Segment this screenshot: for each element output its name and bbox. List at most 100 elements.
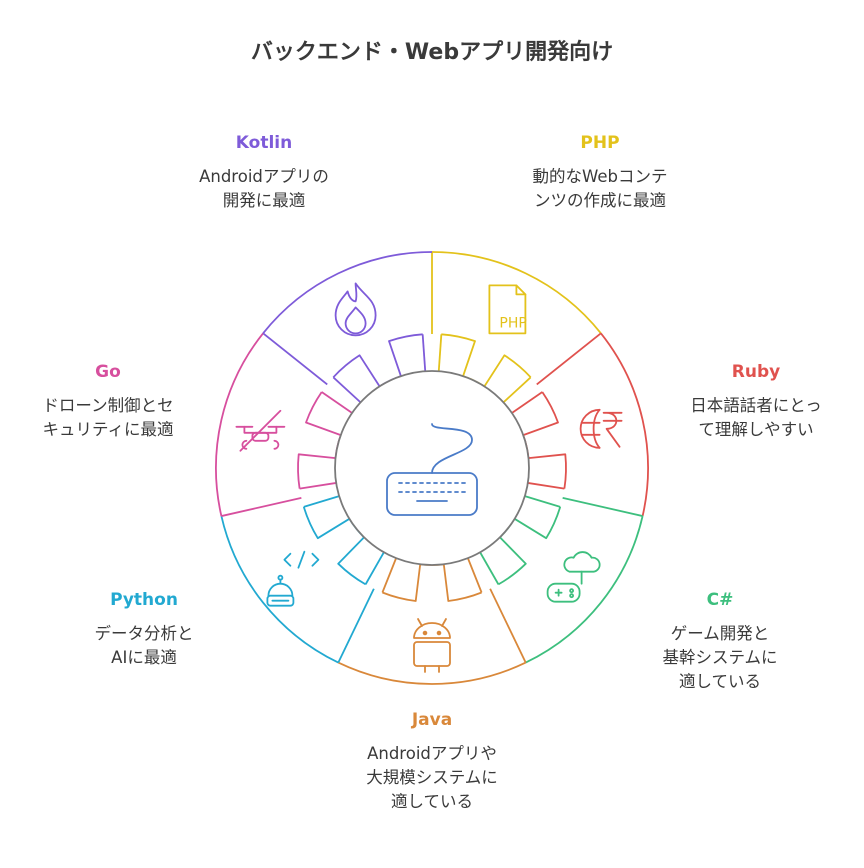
keyboard-icon: [386, 423, 478, 516]
php-file-text: PHP: [499, 315, 526, 331]
label-name: Python: [110, 590, 178, 610]
segment-tab-edge: [364, 551, 385, 585]
center-circle: [334, 370, 530, 566]
code-brackets: [283, 550, 320, 569]
robot-body: [266, 594, 295, 607]
keyboard-cable: [431, 423, 473, 474]
rupee-globe-icon: [579, 408, 623, 449]
segment-tab-edge: [299, 482, 337, 490]
segment-tab-edge: [421, 334, 427, 372]
label-python: Python データ分析と AIに最適: [54, 590, 234, 670]
flame-inner: [344, 306, 367, 335]
robot-code-icon: [266, 550, 320, 607]
label-desc-line: ゲーム開発と: [670, 624, 770, 643]
cloud-shape: [563, 551, 601, 573]
label-desc-line: ドローン制御とセ: [42, 396, 174, 415]
label-desc-line: Androidアプリや: [367, 744, 497, 763]
segment-outer-arc: [220, 515, 339, 664]
segment-outer-arc: [431, 251, 602, 334]
segment-divider: [262, 332, 328, 386]
label-ruby: Ruby 日本語話者にとっ て理解しやすい: [663, 362, 849, 442]
gamepad-body: [546, 582, 581, 603]
label-go: Go ドローン制御とセ キュリティに最適: [15, 362, 201, 442]
diagram-title: バックエンド・Webアプリ開発向け: [250, 40, 614, 65]
globe-meridian: [592, 408, 601, 449]
label-desc-line: 大規模システムに: [366, 768, 498, 787]
segment-divider: [562, 496, 643, 517]
label-desc-line: 基幹システムに: [662, 648, 778, 667]
drone-slash: [239, 409, 282, 452]
android-eye: [422, 630, 428, 636]
label-desc-line: データ分析と: [94, 624, 194, 643]
segment-outer-arc: [262, 251, 433, 334]
segment-outer-arc: [337, 661, 527, 685]
segment-tab-edge: [502, 376, 532, 404]
segment-divider: [489, 588, 527, 663]
android-icon: [413, 618, 451, 673]
segment-outer-arc: [215, 332, 264, 517]
android-antenna: [441, 618, 447, 627]
file-corner: [515, 284, 527, 296]
segment-inner-tab: [382, 563, 482, 602]
segment-divider: [221, 496, 302, 517]
android-eye: [436, 630, 442, 636]
segment-tab-edge: [437, 334, 443, 372]
flame-icon: [334, 282, 377, 337]
segment-outer-arc: [525, 515, 644, 664]
label-name: Java: [411, 710, 453, 730]
gamepad-button: [569, 588, 574, 594]
segment-outer-arc: [600, 332, 649, 517]
segment-ruby: [511, 332, 649, 517]
label-desc-line: 適している: [678, 672, 761, 691]
label-name: Go: [95, 362, 121, 382]
label-name: PHP: [580, 133, 620, 153]
robot-antenna-tip: [277, 574, 284, 581]
php-file-icon: PHP: [488, 284, 527, 335]
gamepad-button: [569, 593, 574, 599]
file-outline: [488, 284, 527, 335]
label-desc-line: て理解しやすい: [698, 420, 814, 439]
gamepad-cloud-icon: [546, 551, 601, 603]
segment-tab-edge: [321, 391, 353, 414]
segment-go: [215, 332, 353, 517]
drone-body: [251, 431, 270, 442]
segment-tab-edge: [479, 551, 500, 585]
label-desc-line: 日本語話者にとっ: [690, 396, 822, 415]
label-desc-line: AIに最適: [111, 648, 177, 667]
segment-tab-edge: [527, 482, 565, 490]
label-desc-line: 動的なWebコンテ: [532, 167, 668, 186]
label-desc-line: キュリティに最適: [42, 420, 174, 439]
label-name: C#: [706, 590, 734, 610]
label-kotlin: Kotlin Androidアプリの 開発に最適: [169, 133, 359, 213]
label-name: Kotlin: [235, 133, 293, 153]
segment-tab-edge: [511, 391, 543, 414]
segment-divider: [536, 332, 602, 386]
segment-tab-edge: [303, 495, 340, 508]
label-csharp: C# ゲーム開発と 基幹システムに 適している: [630, 590, 810, 694]
flame-outer: [334, 282, 377, 337]
android-head: [413, 622, 451, 639]
label-desc-line: 適している: [390, 792, 473, 811]
segment-divider: [337, 588, 375, 663]
label-desc-line: 開発に最適: [222, 191, 306, 210]
gamepad-dpad: [554, 588, 563, 597]
label-name: Ruby: [731, 362, 781, 382]
label-java: Java Androidアプリや 大規模システムに 適している: [332, 710, 532, 814]
globe-outline: [579, 408, 601, 449]
segment-tab-edge: [524, 495, 561, 508]
segment-tab-edge: [332, 376, 362, 404]
drone-off-icon: [235, 409, 286, 452]
label-desc-line: ンツの作成に最適: [534, 191, 666, 210]
robot-head: [267, 582, 294, 597]
rupee-symbol: [602, 411, 623, 448]
android-antenna: [417, 618, 423, 627]
segment-tab-edge: [381, 557, 397, 593]
android-body: [413, 641, 451, 667]
label-php: PHP 動的なWebコンテ ンツの作成に最適: [500, 133, 700, 213]
drone-foot: [273, 439, 280, 450]
label-desc-line: Androidアプリの: [199, 167, 329, 186]
segment-tab-edge: [467, 557, 483, 593]
drone-foot: [241, 439, 248, 450]
